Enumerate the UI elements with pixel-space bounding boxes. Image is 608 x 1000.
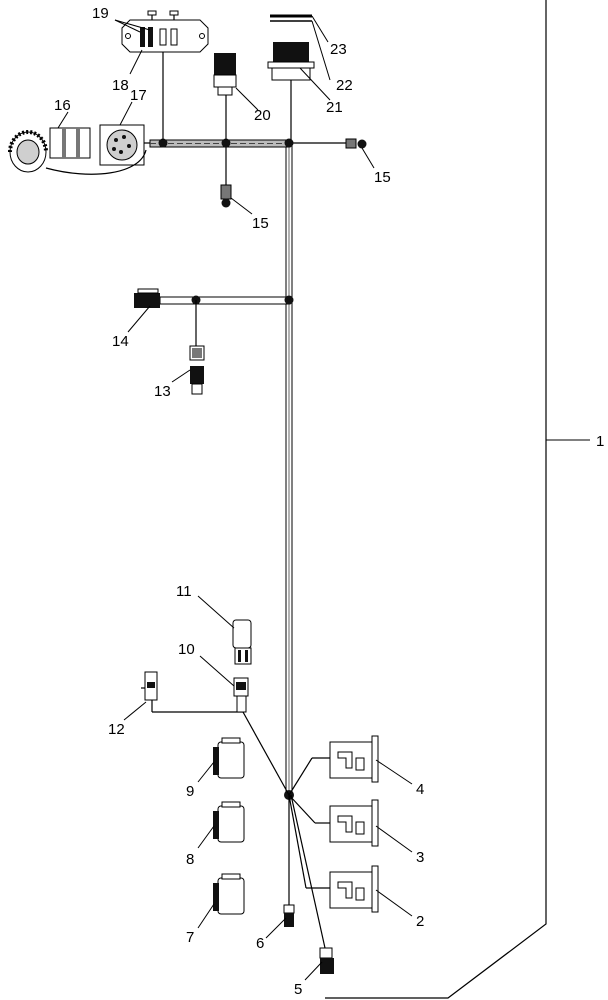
callout-11: 11 [176,583,192,600]
callout-10: 10 [178,641,195,658]
callout-17: 17 [130,87,147,104]
middle-branch [159,295,294,346]
connector-10 [233,677,249,713]
relay-box-18 [121,10,209,140]
fuse-block-4 [329,735,379,783]
main-trunk [285,142,293,794]
callout-5: 5 [294,981,302,998]
callout-7: 7 [186,929,194,946]
relay-8 [213,801,245,843]
relay-7 [213,873,245,915]
terminal-15-right [345,138,367,149]
callout-8: 8 [186,851,194,868]
callout-19: 19 [92,5,109,22]
assembly-bracket [325,0,547,999]
connector-14 [134,288,160,308]
terminal-6 [283,904,295,927]
leader-lines [57,15,413,981]
circular-plug-17 [45,124,150,175]
connector-12 [141,671,158,701]
callout-6: 6 [256,935,264,952]
callout-1: 1 [596,433,604,450]
callout-14: 14 [112,333,129,350]
callout-4: 4 [416,781,424,798]
round-connector-16 [8,127,91,173]
callout-18: 18 [112,77,129,94]
connector-20 [213,53,237,208]
relay-21 [267,14,315,140]
callout-21: 21 [326,99,343,116]
connector-11 [232,619,252,665]
callout-20: 20 [254,107,271,124]
fuse-block-2 [329,865,379,913]
top-branch [149,138,350,148]
callout-13: 13 [154,383,171,400]
callout-15-right: 15 [374,169,391,186]
callout-2: 2 [416,913,424,930]
callout-22: 22 [336,77,353,94]
terminal-5 [319,947,334,974]
callout-16: 16 [54,97,71,114]
lower-splice [151,700,330,949]
callout-23: 23 [330,41,347,58]
relay-9 [213,737,245,779]
fuse-block-3 [329,799,379,847]
callout-9: 9 [186,783,194,800]
callout-12: 12 [108,721,125,738]
connector-13 [189,345,205,395]
callout-15-lower: 15 [252,215,269,232]
callout-3: 3 [416,849,424,866]
